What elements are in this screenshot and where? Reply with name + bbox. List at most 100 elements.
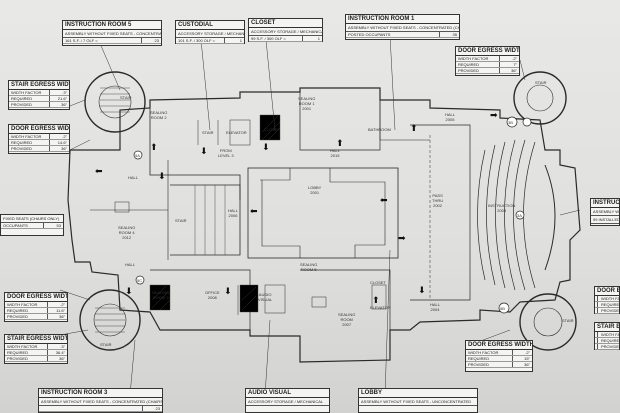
box-subtitle: ASSEMBLY WITHOUT FIXED SEATS - CONCENTRA… [63, 31, 161, 38]
box-row: 23 [39, 406, 162, 412]
egress-arrow: ➡ [398, 234, 406, 244]
box-row-value: 15" [512, 356, 530, 361]
box-row-key: PROVIDED [597, 308, 620, 313]
box-row-value: .2" [49, 134, 67, 139]
box-row: WIDTH FACTOR.2" [9, 134, 69, 140]
box-door-egress-right: DOOR EG WIDTH FA REQUIRED PROVIDED [594, 286, 620, 314]
box-title: STAIR EGRESS WIDTH [9, 82, 69, 90]
box-row-key: WIDTH FA [597, 332, 620, 337]
box-closet: CLOSET ACCESSORY STORAGE / MECHANICAL 99… [248, 18, 323, 42]
door-tags [133, 116, 532, 314]
box-instruction-room-1: INSTRUCTION ROOM 1 ASSEMBLY WITHOUT FIXE… [345, 14, 460, 40]
box-subtitle: FIXED SEATS (CHAIRS ONLY) [1, 215, 63, 223]
box-row-key: REQUIRED [11, 96, 33, 101]
box-row-value: 36" [49, 102, 67, 107]
box-row: PROVIDED 36" [466, 362, 532, 368]
box-row-value: 36" [49, 146, 67, 151]
box-title: INSTRUCTION ROOM 5 [63, 21, 161, 30]
tag-label: 5A [135, 153, 140, 158]
box-title: INSTRUCTION ROOM 3 [39, 389, 162, 398]
box-row-value: 21.6" [49, 96, 67, 101]
box-row-key: PROVIDED [11, 102, 32, 107]
room-label-stair-tr: STAIR [535, 80, 547, 85]
box-row-value: 14.6" [49, 140, 67, 145]
egress-arrow: ➡ [490, 111, 498, 121]
box-row-value: 23 [141, 38, 159, 43]
box-title: DOOR EGRESS WIDTH [9, 126, 69, 134]
box-row-key: PROVIDED [7, 314, 28, 319]
room-label-stair-top: STAIR [202, 130, 214, 135]
box-row: WIDTH FACTOR.2" [456, 56, 519, 62]
box-row: 99 S.F. / 300 OLF =1 [249, 36, 322, 42]
box-row-key: WIDTH FACTOR [458, 56, 489, 61]
box-row: REQUIRED [595, 338, 620, 344]
box-row-key: REQUIRED [458, 62, 480, 67]
box-row-key: REQUIRED [597, 302, 620, 307]
box-row-value: 36" [499, 68, 517, 73]
box-row-value: 1 [224, 38, 242, 43]
lobby-wall [247, 167, 399, 259]
box-stair-egress-bottom-left: STAIR EGRESS WIDTH WIDTH FACTOR.3" REQUI… [4, 334, 68, 364]
building-outline [67, 87, 581, 363]
box-row-key: PROVIDED [11, 146, 32, 151]
box-door-egress-bottom-left: DOOR EGRESS WIDTH WIDTH FACTOR.2" REQUIR… [4, 292, 68, 322]
box-row: WIDTH FA [595, 296, 620, 302]
box-row-key: PROVIDED [468, 362, 489, 367]
box-stair-egress-left: STAIR EGRESS WIDTH WIDTH FACTOR.3" REQUI… [8, 80, 70, 110]
box-row-key: REQUIRED [468, 356, 490, 361]
box-instruction-room-3: INSTRUCTION ROOM 3 ASSEMBLY WITHOUT FIXE… [38, 388, 163, 413]
box-row-value: 36" [512, 362, 530, 367]
box-title: DOOR EGRESS WIDTH [5, 294, 67, 302]
box-row-key: 161 S.F. / 7 OLF = [65, 38, 98, 43]
box-row: PROVIDED [595, 308, 620, 314]
tag-label: 5C [137, 278, 143, 283]
box-row-value: 36" [47, 314, 65, 319]
box-stair-egress-right: STAIR EG WIDTH FA REQUIRED PROVIDED [594, 322, 620, 350]
box-subtitle: ACCESSORY STORAGE / MECHANICAL [249, 29, 322, 36]
room-label-stair-bl: STAIR [100, 342, 112, 347]
egress-arrow: ⬆ [372, 296, 380, 306]
box-lobby: LOBBY ASSEMBLY WITHOUT FIXED SEATS - UNC… [358, 388, 478, 413]
box-title: CLOSET [249, 19, 322, 28]
room-label-elevator-b: ELEVATOR [370, 305, 391, 310]
tower-br [519, 293, 577, 351]
egress-arrow: ⬇ [158, 172, 166, 182]
box-row-value: 35 [439, 32, 457, 37]
box-subtitle: ASSEMBLY WITH [591, 209, 619, 216]
box-row-value: 53 [43, 223, 61, 228]
box-instruction-right: INSTRUCTION ASSEMBLY WITH 99 INSTALLED [590, 198, 620, 226]
box-row: WIDTH FACTOR.3" [5, 344, 67, 350]
room-label-bathroom: BATHROOM [368, 127, 391, 132]
box-row-value: 23 [142, 406, 160, 411]
tag-label: 3A [517, 213, 522, 218]
box-row-value: 36" [47, 356, 65, 361]
box-row-key: PROVIDED [7, 356, 28, 361]
box-title: CUSTODIAL [176, 21, 244, 30]
box-row-key: 99 INSTALLED [591, 217, 619, 224]
box-row: WIDTH FACTOR.3" [9, 90, 69, 96]
box-row: PROVIDED [595, 344, 620, 350]
box-row: REQUIRED [595, 302, 620, 308]
egress-arrow: ⬆ [336, 139, 344, 149]
box-subtitle: ACCESSORY STORAGE / MECHANICAL [176, 31, 244, 38]
box-row-key: 99 S.F. / 300 OLF = [251, 36, 286, 41]
box-instruction-room-5: INSTRUCTION ROOM 5 ASSEMBLY WITHOUT FIXE… [62, 20, 162, 46]
box-row: WIDTH FACTOR.2" [466, 350, 532, 356]
egress-arrow: ⬅ [95, 167, 103, 177]
egress-arrow: ⬇ [200, 147, 208, 157]
tower-bl [79, 289, 141, 351]
